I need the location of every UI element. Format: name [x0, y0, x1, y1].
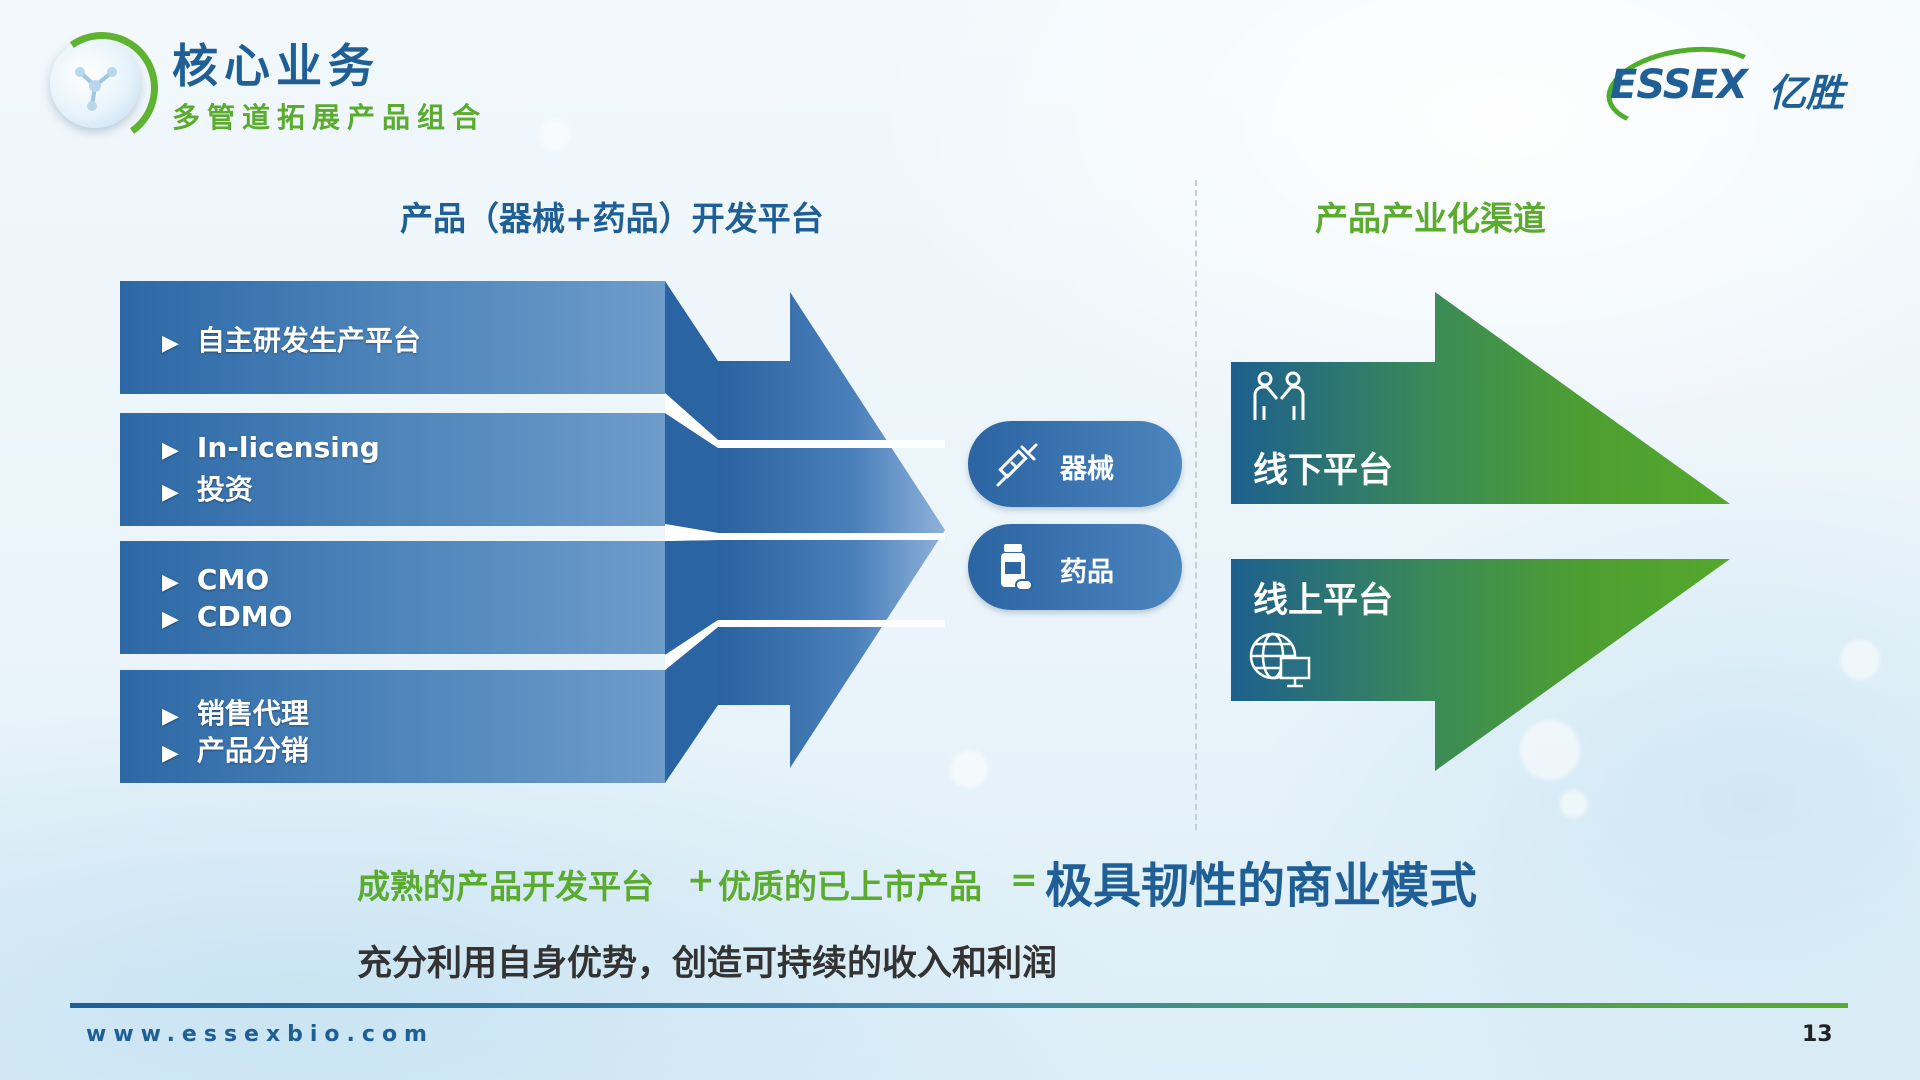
connector-2	[665, 413, 718, 533]
brand-name-cn: 亿胜	[1768, 71, 1845, 115]
page-subtitle: 多管道拓展产品组合	[172, 101, 488, 134]
formula-part-products: 优质的已上市产品	[718, 867, 982, 906]
bullet-item: ▶In-licensing	[162, 431, 380, 464]
section-divider	[1195, 180, 1197, 830]
background-bokeh	[540, 120, 570, 150]
people-handshake-icon	[1253, 371, 1305, 420]
tagline: 充分利用自身优势，创造可持续的收入和利润	[357, 944, 1058, 984]
background-bokeh	[1560, 790, 1588, 818]
bullet-triangle-icon: ▶	[162, 704, 179, 729]
bullet-triangle-icon: ▶	[162, 331, 179, 356]
formula-plus: +	[687, 860, 715, 899]
website-url: www.essexbio.com	[86, 1022, 434, 1047]
online-platform-label: 线上平台	[1253, 581, 1394, 621]
platform-bar-licensing: ▶In-licensing ▶投资	[120, 413, 665, 526]
background-bokeh	[1520, 720, 1580, 780]
footer-divider	[70, 1003, 1848, 1008]
bullet-item: ▶销售代理	[162, 697, 309, 730]
bullet-item: ▶产品分销	[162, 734, 309, 767]
background-bokeh	[950, 750, 988, 788]
platform-bar-rd: ▶自主研发生产平台	[120, 281, 665, 394]
device-label: 器械	[1060, 454, 1114, 485]
syringe-icon	[996, 443, 1038, 487]
drug-label: 药品	[1060, 557, 1114, 588]
drug-product-pill: 药品	[968, 524, 1182, 610]
essex-brand-logo: ESSEX 亿胜	[1600, 37, 1850, 139]
bullet-item: ▶自主研发生产平台	[162, 324, 421, 357]
molecule-badge-icon	[37, 23, 167, 153]
connector-3	[665, 540, 718, 655]
page-title: 核心业务	[172, 39, 380, 93]
page-number: 13	[1802, 1022, 1833, 1047]
globe-computer-icon	[1249, 632, 1311, 688]
bullet-triangle-icon: ▶	[162, 741, 179, 766]
commercialization-channel-heading: 产品产业化渠道	[1315, 199, 1546, 238]
offline-platform-label: 线下平台	[1253, 451, 1394, 491]
bullet-triangle-icon: ▶	[162, 570, 179, 595]
connector-4	[665, 627, 718, 783]
medicine-bottle-icon	[1001, 544, 1033, 591]
online-channel-arrow	[1231, 559, 1730, 771]
formula-equals: =	[1010, 860, 1038, 899]
brand-name-en: ESSEX	[1610, 62, 1748, 108]
platform-bar-cmo: ▶CMO ▶CDMO	[120, 541, 665, 654]
background-bokeh	[1840, 640, 1880, 680]
platform-bar-distribution: ▶销售代理 ▶产品分销	[120, 670, 665, 783]
development-platform-heading: 产品（器械+药品）开发平台	[400, 199, 824, 238]
bullet-item: ▶CMO	[162, 563, 270, 596]
offline-channel-arrow	[1231, 292, 1730, 504]
formula-part-platform: 成熟的产品开发平台	[357, 867, 654, 906]
device-product-pill: 器械	[968, 421, 1182, 507]
bullet-triangle-icon: ▶	[162, 607, 179, 632]
bullet-item: ▶投资	[162, 473, 253, 506]
main-arrow	[718, 292, 945, 768]
formula-result: 极具韧性的商业模式	[1045, 858, 1478, 914]
bullet-triangle-icon: ▶	[162, 480, 179, 505]
bullet-triangle-icon: ▶	[162, 438, 179, 463]
bullet-item: ▶CDMO	[162, 600, 293, 633]
connector-1	[665, 281, 718, 440]
